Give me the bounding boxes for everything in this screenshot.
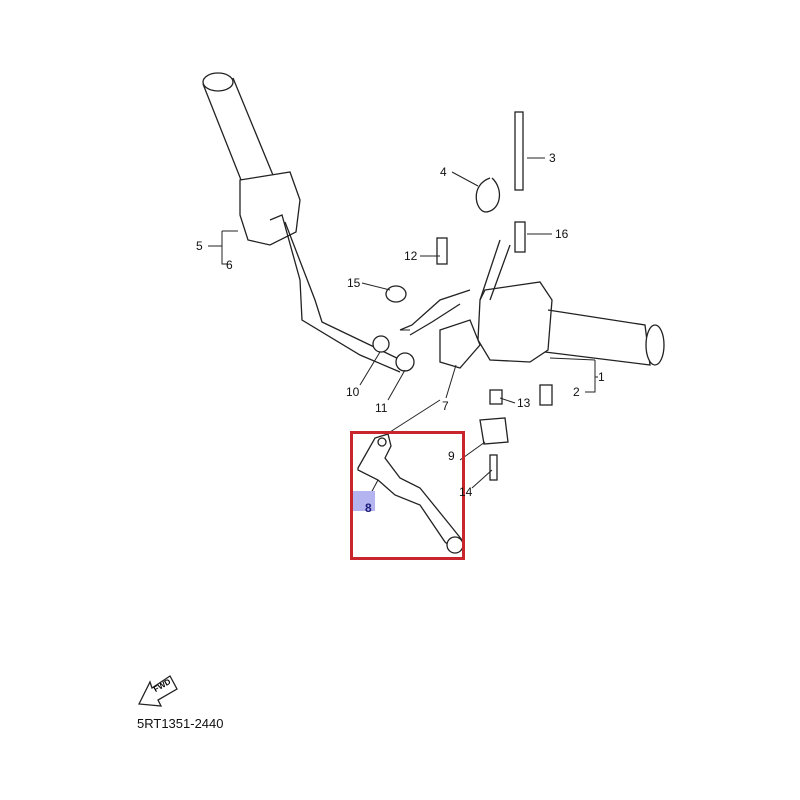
callout-8[interactable]: 8 [365, 501, 372, 515]
part-code: 5RT1351-2440 [137, 716, 224, 731]
callout-15[interactable]: 15 [347, 276, 361, 290]
callout-1[interactable]: 1 [598, 370, 605, 384]
callout-2[interactable]: 2 [573, 385, 580, 399]
switch-9 [479, 417, 509, 445]
callout-14[interactable]: 14 [459, 485, 473, 499]
screw-14 [489, 454, 498, 481]
callout-11[interactable]: 11 [375, 401, 388, 415]
callout-12[interactable]: 12 [404, 249, 418, 263]
cap-15 [385, 285, 407, 303]
bolt-16 [514, 221, 526, 253]
leader-lines [208, 157, 598, 496]
left-grip [202, 72, 406, 373]
callout-13[interactable]: 13 [517, 396, 531, 410]
highlight-marker [353, 491, 375, 511]
screw-2 [539, 384, 553, 406]
callout-3[interactable]: 3 [549, 151, 556, 165]
lever-8 [357, 433, 464, 554]
callout-6[interactable]: 6 [226, 258, 233, 272]
washer-11 [395, 352, 415, 372]
callout-9[interactable]: 9 [448, 449, 455, 463]
callout-5[interactable]: 5 [196, 239, 203, 253]
nut-13 [489, 389, 503, 405]
selected-part-box[interactable] [350, 431, 465, 560]
callout-10[interactable]: 10 [346, 385, 360, 399]
bolt-12 [436, 237, 448, 265]
callout-16[interactable]: 16 [555, 227, 569, 241]
nut-10 [372, 335, 390, 353]
cable [399, 289, 471, 331]
right-switch-housing [439, 239, 665, 369]
cable-tie [514, 111, 524, 191]
callout-7[interactable]: 7 [442, 399, 449, 413]
fwd-arrow-icon [137, 675, 178, 707]
callout-4[interactable]: 4 [440, 165, 447, 179]
clip [475, 177, 501, 213]
